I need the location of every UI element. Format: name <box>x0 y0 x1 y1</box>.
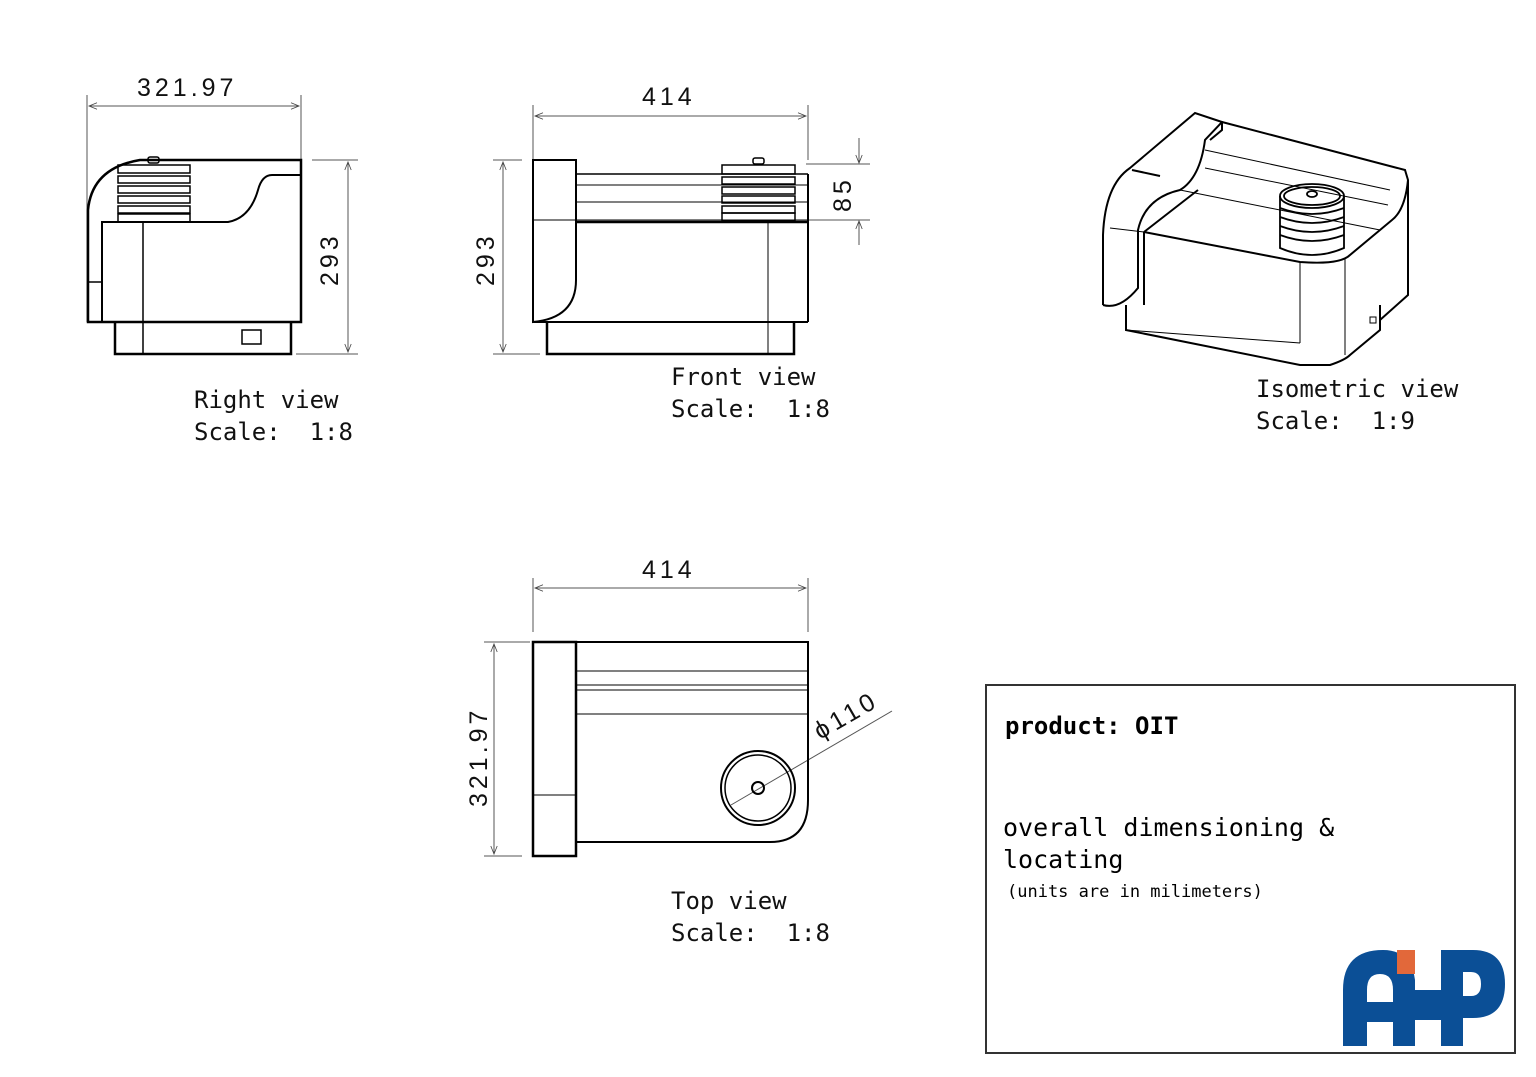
front-width-dim: 414 <box>642 83 696 111</box>
top-view-label: Top view Scale: 1:8 <box>671 887 830 947</box>
ahp-logo-icon <box>1343 950 1505 1046</box>
isometric-view-label: Isometric view Scale: 1:9 <box>1256 375 1459 435</box>
right-height-dim: 293 <box>316 232 344 286</box>
right-view-label: Right view Scale: 1:8 <box>194 386 353 446</box>
title-block: product: OIT overall dimensioning & loca… <box>985 684 1516 1054</box>
top-view-drawing <box>484 578 893 858</box>
front-view-drawing <box>493 105 870 356</box>
product-name: product: OIT <box>1005 712 1179 740</box>
front-top-section-dim: 85 <box>829 176 857 212</box>
front-view-label: Front view Scale: 1:8 <box>671 363 830 423</box>
top-height-dim: 321.97 <box>465 707 493 807</box>
front-height-dim: 293 <box>472 232 500 286</box>
top-width-dim: 414 <box>642 556 696 584</box>
right-width-dim: 321.97 <box>137 74 237 102</box>
isometric-view-drawing <box>1102 111 1409 366</box>
right-view-drawing <box>86 95 358 356</box>
drawing-description: overall dimensioning & locating <box>1003 813 1335 874</box>
top-diameter-dim: ϕ110 <box>809 686 884 745</box>
units-note: (units are in milimeters) <box>1007 882 1263 902</box>
